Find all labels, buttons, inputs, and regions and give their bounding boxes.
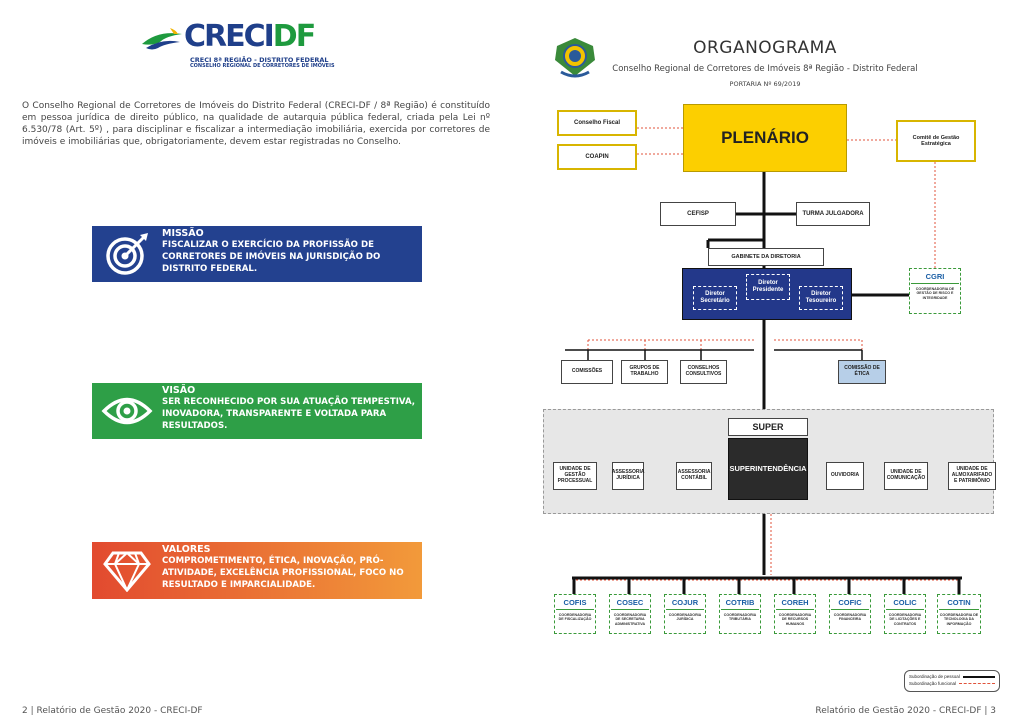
- footer-left: 2 | Relatório de Gestão 2020 - CRECI-DF: [22, 706, 203, 716]
- legend-pessoal: Subordinação de pessoal: [909, 674, 960, 679]
- ouvidoria-box: OUVIDORIA: [826, 462, 864, 490]
- comissao-etica-box: COMISSÃO DE ÉTICA: [838, 360, 886, 384]
- plenario-box: PLENÁRIO: [683, 104, 847, 172]
- grupos-box: GRUPOS DE TRABALHO: [621, 360, 668, 384]
- legend-solid-line: [962, 675, 995, 678]
- gabinete-label: GABINETE DA DIRETORIA: [708, 248, 824, 266]
- legend-funcional: Subordinação funcional: [909, 681, 957, 686]
- unidade-comunicacao: UNIDADE DE COMUNICAÇÃO: [884, 462, 928, 490]
- missao-title: MISSÃO: [162, 228, 204, 239]
- logo-tagline-2: CONSELHO REGIONAL DE CORRETORES DE IMÓVE…: [190, 63, 335, 69]
- cgri-box: CGRI COORDENADORIA DE GESTÃO DE RISCO E …: [909, 268, 961, 314]
- organogram-title: ORGANOGRAMA: [693, 38, 837, 58]
- comissoes-box: COMISSÕES: [561, 360, 613, 384]
- legend-dashed-line: [959, 683, 995, 684]
- assessoria-contabil: ASSESSORIA CONTÁBIL: [676, 462, 712, 490]
- valores-text: COMPROMETIMENTO, ÉTICA, INOVAÇÃO, PRÓ-AT…: [162, 556, 404, 590]
- conselhos-box: CONSELHOS CONSULTIVOS: [680, 360, 727, 384]
- cefisp-box: CEFISP: [660, 202, 736, 226]
- target-icon: [92, 226, 162, 282]
- organogram-subtitle: Conselho Regional de Corretores de Imóve…: [612, 64, 918, 74]
- superintendencia-box: SUPERINTENDÊNCIA: [728, 438, 808, 500]
- comite-box: Comitê de Gestão Estratégica: [896, 120, 976, 162]
- footer-right: Relatório de Gestão 2020 - CRECI-DF | 3: [815, 706, 996, 716]
- eye-icon: [92, 383, 162, 439]
- coat-of-arms-icon: [555, 38, 595, 78]
- conselho-fiscal-box: Conselho Fiscal: [557, 110, 637, 136]
- diretor-tesoureiro: Diretor Tesoureiro: [799, 286, 843, 310]
- intro-paragraph: O Conselho Regional de Corretores de Imó…: [22, 101, 490, 147]
- legend: Subordinação de pessoal Subordinação fun…: [904, 670, 1000, 692]
- valores-title: VALORES: [162, 544, 211, 555]
- logo-wordmark: CRECIDF: [184, 19, 316, 54]
- logo-tagline: CRECI 8ª REGIÃO - DISTRITO FEDERAL: [190, 56, 329, 64]
- unidade-almoxarifado: UNIDADE DE ALMOXARIFADO E PATRIMÔNIO: [948, 462, 996, 490]
- assessoria-juridica: ASSESSORIA JURÍDICA: [612, 462, 645, 490]
- diretor-presidente: Diretor Presidente: [746, 274, 790, 300]
- gabinete-box: Diretor Secretário Diretor Presidente Di…: [682, 268, 852, 320]
- creci-df-logo: CRECIDF CRECI 8ª REGIÃO - DISTRITO FEDER…: [140, 19, 335, 70]
- diamond-icon: [92, 542, 162, 599]
- bird-icon: [142, 28, 182, 50]
- missao-text: FISCALIZAR O EXERCÍCIO DA PROFISSÃO DE C…: [162, 240, 381, 274]
- visao-title: VISÃO: [162, 385, 196, 396]
- visao-text: SER RECONHECIDO POR SUA ATUAÇÃO TEMPESTI…: [162, 397, 416, 431]
- unidade-gestao-processual: UNIDADE DE GESTÃO PROCESSUAL: [553, 462, 597, 490]
- turma-julgadora-box: TURMA JULGADORA: [796, 202, 870, 226]
- super-label: SUPER: [728, 418, 808, 436]
- coapin-box: COAPIN: [557, 144, 637, 170]
- portaria-label: PORTARIA Nº 69/2019: [729, 80, 801, 88]
- diretor-secretario: Diretor Secretário: [693, 286, 737, 310]
